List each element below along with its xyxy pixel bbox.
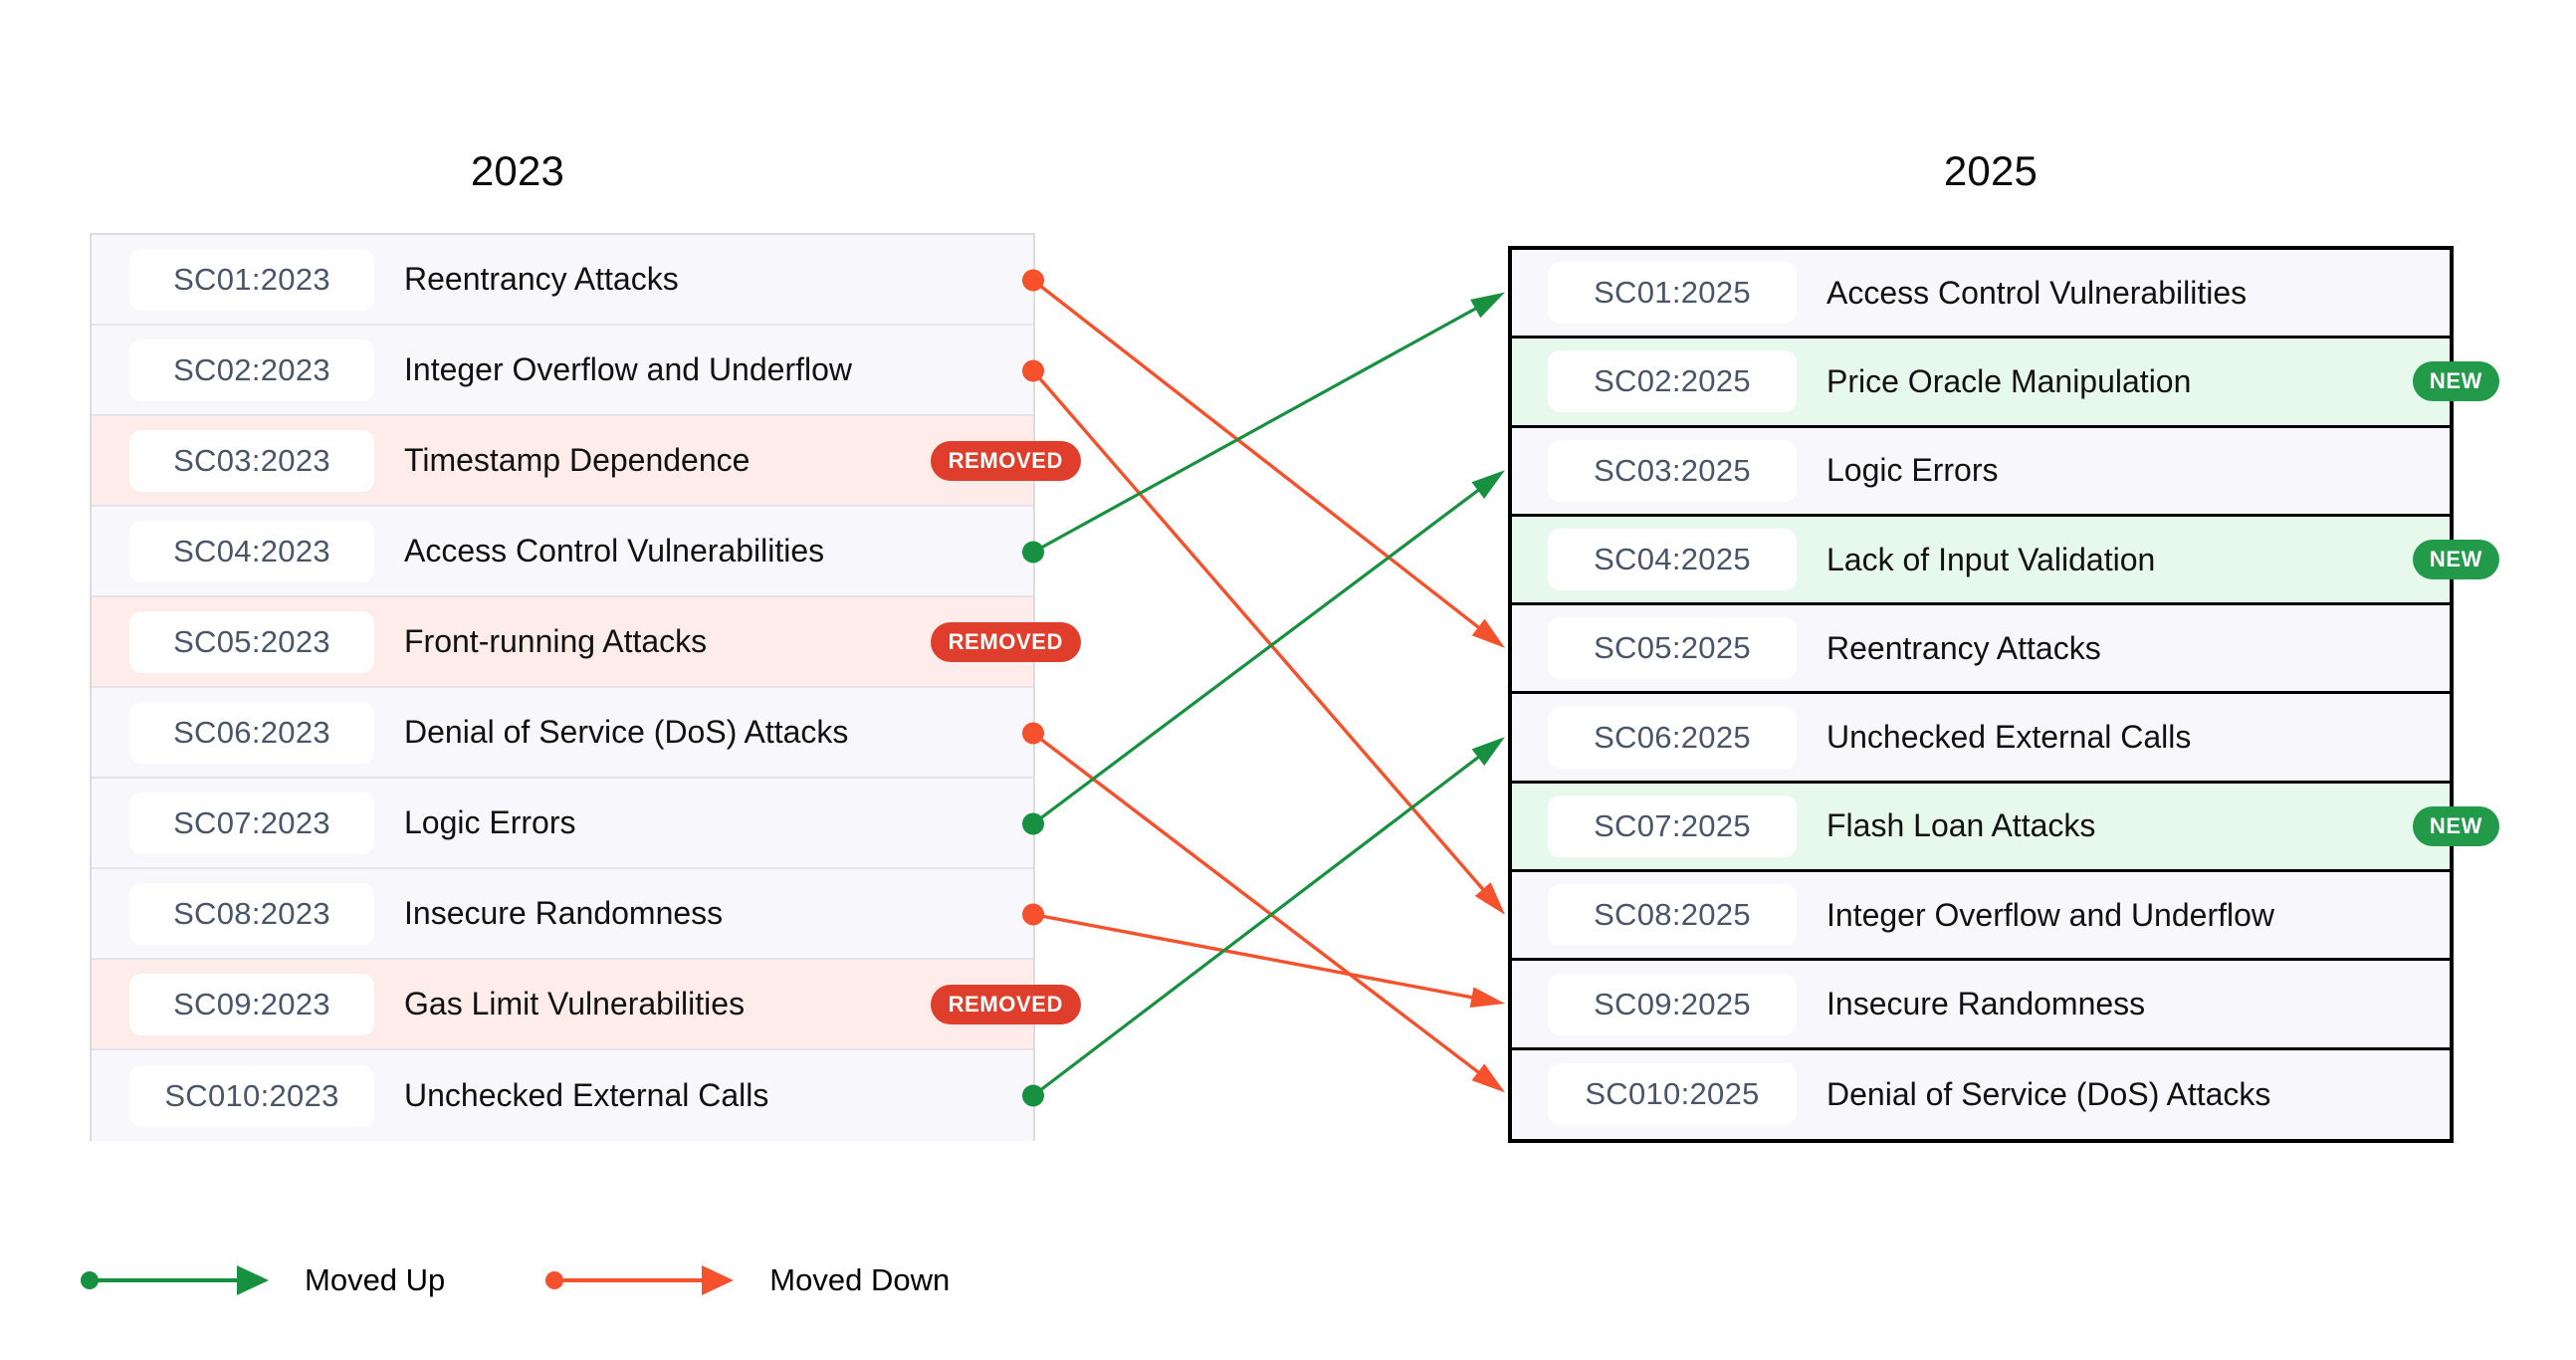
row-name: Denial of Service (DoS) Attacks [404,714,849,750]
connector-arrowhead [1470,292,1505,319]
row-name: Gas Limit Vulnerabilities [404,986,746,1021]
row-id-chip: SC08:2025 [1548,884,1797,947]
table-row[interactable]: SC010:2025 Denial of Service (DoS) Attack… [1512,1049,2450,1139]
row-name: Logic Errors [1826,452,1999,489]
connector-arrowhead [1469,987,1505,1009]
removed-badge: REMOVED [930,440,1081,481]
connector-line [1031,732,1483,1076]
row-id-chip: SC010:2025 [1548,1063,1797,1126]
connector-moved-up [1022,737,1505,1107]
row-name: Price Oracle Manipulation [1826,362,2192,399]
table-row[interactable]: SC08:2023 Insecure Randomness [92,869,1033,960]
connector-line [1031,279,1483,631]
row-name: Front-running Attacks [404,623,708,659]
new-badge: NEW [2412,805,2499,846]
table-row[interactable]: SC02:2023 Integer Overflow and Underflow [92,326,1033,416]
table-row[interactable]: SC04:2025 Lack of Input Validation NEW [1512,516,2499,606]
connector-moved-down [1022,722,1505,1093]
new-badge: NEW [2412,361,2499,402]
row-id-chip: SC07:2025 [1548,794,1797,857]
column-header-2025: 2025 [1943,147,2039,194]
row-name: Integer Overflow and Underflow [404,351,852,387]
row-name: Integer Overflow and Underflow [1826,896,2274,933]
row-id-chip: SC03:2025 [1548,439,1797,502]
connector-arrowhead [1471,470,1505,500]
table-row[interactable]: SC09:2025 Insecure Randomness [1512,961,2450,1050]
table-row[interactable]: SC02:2025 Price Oracle Manipulation NEW [1512,339,2499,428]
table-row[interactable]: SC01:2025 Access Control Vulnerabilities [1512,250,2450,340]
table-row[interactable]: SC07:2023 Logic Errors [92,779,1033,869]
row-id-chip: SC06:2025 [1548,706,1797,769]
row-name: Flash Loan Attacks [1826,807,2096,844]
legend-label: Moved Down [769,1262,951,1297]
row-name: Denial of Service (DoS) Attacks [1826,1075,2271,1112]
row-name: Lack of Input Validation [1826,541,2156,577]
connector-line [1032,754,1483,1097]
legend-label: Moved Up [305,1262,446,1297]
table-row[interactable]: SC03:2025 Logic Errors [1512,427,2450,517]
connector-arrowhead [1471,1063,1505,1093]
table-row[interactable]: SC03:2023 Timestamp Dependence REMOVED [92,416,1081,507]
row-id-chip: SC01:2025 [1548,262,1797,325]
row-id-chip: SC09:2025 [1548,973,1797,1035]
connector-arrowhead [1474,882,1505,915]
connector-moved-down [1022,269,1505,648]
row-id-chip: SC02:2025 [1548,350,1797,413]
table-row[interactable]: SC06:2025 Unchecked External Calls [1512,694,2450,784]
legend-item: Moved Down [544,1262,950,1298]
connector-moved-up [1022,292,1505,564]
row-name: Unchecked External Calls [404,1077,769,1113]
connector-line [1032,912,1476,1001]
row-id-chip: SC010:2023 [129,1064,374,1127]
new-badge: NEW [2412,540,2499,580]
row-name: Reentrancy Attacks [404,261,679,297]
connector-line [1031,369,1487,894]
connector-moved-up [1022,470,1505,835]
row-name: Access Control Vulnerabilities [404,533,825,568]
connector-arrowhead [1471,618,1505,648]
table-row[interactable]: SC01:2023 Reentrancy Attacks [92,235,1033,326]
row-id-chip: SC01:2023 [129,248,374,311]
row-id-chip: SC05:2023 [129,610,374,673]
table-row[interactable]: SC04:2023 Access Control Vulnerabilities [92,507,1033,597]
row-id-chip: SC02:2023 [129,339,374,401]
row-name: Reentrancy Attacks [1826,629,2101,666]
legend: Moved Up Moved Down [80,1256,1049,1304]
row-id-chip: SC05:2025 [1548,617,1797,680]
row-name: Insecure Randomness [1826,986,2146,1022]
row-name: Timestamp Dependence [404,442,751,478]
connector-line [1032,305,1480,554]
row-id-chip: SC07:2023 [129,792,374,854]
column-header-2023: 2023 [470,147,565,194]
table-row[interactable]: SC05:2023 Front-running Attacks REMOVED [92,597,1081,688]
row-id-chip: SC06:2023 [129,701,374,764]
table-row[interactable]: SC07:2025 Flash Loan Attacks NEW [1512,783,2499,873]
row-name: Insecure Randomness [404,895,724,931]
legend-item: Moved Up [80,1262,445,1298]
table-row[interactable]: SC06:2023 Denial of Service (DoS) Attacks [92,688,1033,779]
row-name: Access Control Vulnerabilities [1826,274,2248,311]
row-id-chip: SC04:2025 [1548,529,1797,591]
legend-arrow-icon [544,1265,753,1295]
connector-line [1032,486,1482,825]
removed-badge: REMOVED [930,984,1081,1024]
table-row[interactable]: SC010:2023 Unchecked External Calls [92,1050,1033,1141]
row-name: Unchecked External Calls [1826,719,2192,756]
row-id-chip: SC03:2023 [129,429,374,492]
connector-arrowhead [1471,737,1505,767]
table-row[interactable]: SC05:2025 Reentrancy Attacks [1512,605,2450,695]
row-name: Logic Errors [404,804,576,840]
row-id-chip: SC09:2023 [129,973,374,1035]
row-id-chip: SC08:2023 [129,882,374,945]
table-row[interactable]: SC08:2025 Integer Overflow and Underflow [1512,872,2450,962]
removed-badge: REMOVED [930,621,1081,662]
legend-arrow-icon [80,1265,289,1295]
row-id-chip: SC04:2023 [129,520,374,582]
table-row[interactable]: SC09:2023 Gas Limit Vulnerabilities REMOVE… [92,960,1081,1050]
connector-moved-down [1022,903,1505,1009]
connector-moved-down [1022,359,1505,915]
